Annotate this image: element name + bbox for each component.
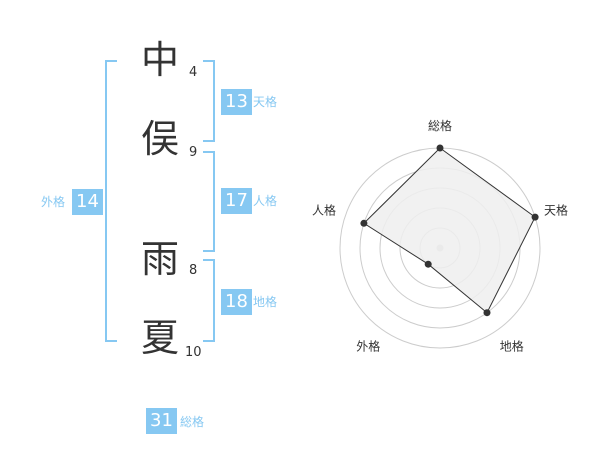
radar-point-5 — [360, 219, 368, 227]
radar-point-2 — [531, 213, 539, 221]
stroke-count-3: 8 — [189, 263, 198, 278]
jinkaku-bracket — [203, 151, 215, 252]
gaikaku-label: 外格 — [41, 195, 66, 209]
tenkaku-label: 天格 — [253, 95, 278, 109]
radar-axis-label-4: 外格 — [356, 339, 380, 354]
radar-polygon — [363, 147, 536, 314]
soukaku-value: 31 — [146, 408, 177, 434]
stroke-count-2: 9 — [189, 145, 198, 160]
name-char-2: 俣 — [140, 117, 179, 161]
radar-point-3 — [483, 309, 491, 317]
soukaku-label: 総格 — [180, 415, 205, 429]
tenkaku-bracket — [203, 60, 215, 142]
jinkaku-value: 17 — [221, 188, 252, 214]
chikaku-label: 地格 — [253, 295, 278, 309]
chikaku-value: 18 — [221, 289, 252, 315]
gaikaku-bracket — [105, 60, 117, 342]
name-char-3: 雨 — [140, 237, 179, 281]
gaikaku-value: 14 — [72, 189, 103, 215]
radar-axis-label-5: 人格 — [312, 202, 336, 217]
chikaku-bracket — [203, 259, 215, 342]
jinkaku-label: 人格 — [253, 194, 278, 208]
radar-point-1 — [436, 144, 444, 152]
stroke-count-1: 4 — [189, 65, 198, 80]
radar-axis-label-3: 地格 — [500, 339, 524, 354]
stroke-count-4: 10 — [185, 345, 202, 360]
name-char-4: 夏 — [140, 316, 179, 360]
radar-axis-label-1: 総格 — [428, 118, 452, 133]
name-char-1: 中 — [140, 38, 179, 82]
radar-point-4 — [424, 260, 432, 268]
radar-axis-label-2: 天格 — [544, 202, 568, 217]
tenkaku-value: 13 — [221, 89, 252, 115]
